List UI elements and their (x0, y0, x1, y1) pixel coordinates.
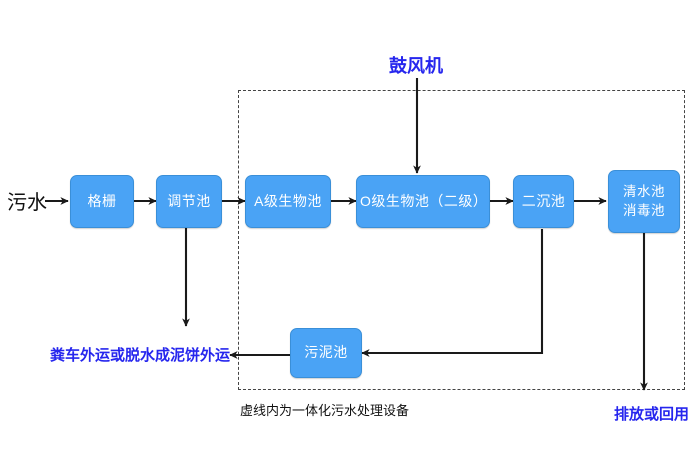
label-inlet-wastewater: 污水 (7, 192, 47, 214)
label-dashed-caption: 虚线内为一体化污水处理设备 (240, 403, 410, 418)
node-sludge-tank[interactable]: 污泥池 (290, 328, 362, 378)
node-a-stage-bio-tank[interactable]: A级生物池 (245, 175, 331, 228)
label-sludge-disposal: 粪车外运或脱水成泥饼外运 (50, 347, 231, 364)
node-grid[interactable]: 格栅 (70, 175, 134, 228)
label-blower: 鼓风机 (389, 56, 443, 76)
node-clearwater-disinfection-tank[interactable]: 清水池 消毒池 (608, 170, 680, 233)
label-effluent: 排放或回用 (614, 406, 690, 423)
node-regulating-tank[interactable]: 调节池 (156, 175, 222, 228)
integrated-equipment-boundary (238, 90, 685, 390)
arrow-secondary-to-sludge (361, 229, 544, 357)
node-secondary-clarifier[interactable]: 二沉池 (513, 175, 574, 228)
node-o-stage-bio-tank[interactable]: O级生物池（二级） (356, 175, 490, 228)
